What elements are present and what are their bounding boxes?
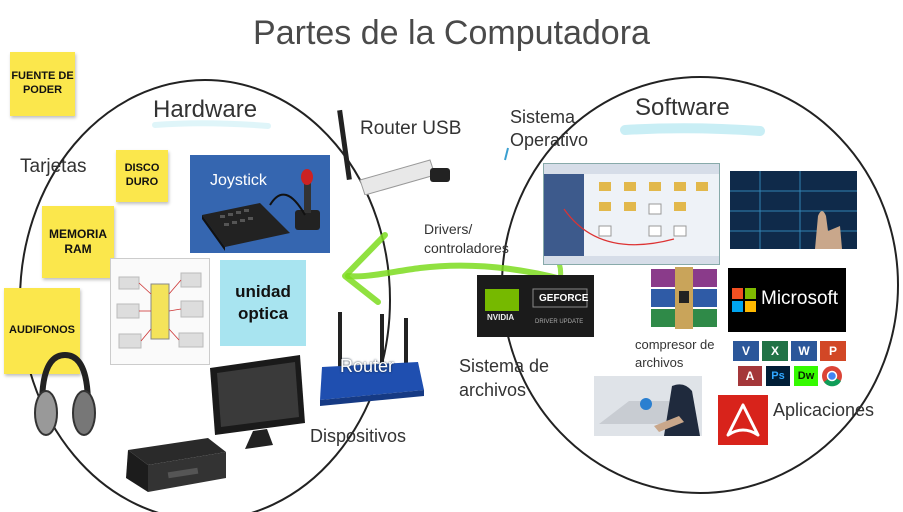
aplicaciones-label: Aplicaciones <box>773 400 875 420</box>
drivers-label: Drivers/ controladores <box>424 221 509 256</box>
nvidia-logo-icon <box>485 288 588 311</box>
winrar-compressor-icon <box>651 267 717 329</box>
router-label: Router <box>340 356 395 376</box>
joystick-label: Joystick <box>210 172 267 189</box>
joystick-illustration <box>190 155 330 253</box>
technology-touch-photo <box>730 171 857 249</box>
dispositivos-label: Dispositivos <box>310 426 407 446</box>
laptop-user-photo <box>594 376 702 436</box>
sistema-operativo-label: Sistema Operativo <box>510 107 589 151</box>
page-title: Partes de la Computadora <box>253 14 650 52</box>
sticky-memoria-ram: MEMORIA RAM <box>42 206 114 278</box>
os-screenshot <box>543 163 720 265</box>
nvidia-geforce-card: NVIDIA GEFORCE DRIVER UPDATE <box>477 275 594 337</box>
visio-app-icon: V <box>733 341 759 361</box>
laptop-photo-sketch <box>594 376 702 436</box>
sticky-fuente-de-poder: FUENTE DE PODER <box>10 52 75 116</box>
headphones-image <box>34 351 96 436</box>
usb-router-image <box>337 109 450 195</box>
unidad-optica-card: unidad optica <box>220 260 306 346</box>
microsoft-text: Microsoft <box>761 288 839 309</box>
chrome-app-icon <box>822 366 842 387</box>
acrobat-app-card <box>718 395 768 445</box>
green-arrow-line <box>345 262 568 283</box>
photoshop-app-icon: Ps <box>766 366 790 386</box>
green-arrow-head <box>342 232 388 305</box>
acrobat-icon <box>726 403 760 437</box>
compresor-label: compresor de archivos <box>635 337 715 370</box>
printer-image <box>126 438 226 492</box>
joystick-photo <box>190 155 330 253</box>
nvidia-text: NVIDIA <box>487 313 515 322</box>
geforce-text: GEFORCE <box>539 293 589 304</box>
hardware-heading: Hardware <box>153 96 258 123</box>
dreamweaver-app-icon: Dw <box>794 366 818 386</box>
software-heading-highlight <box>620 123 765 136</box>
word-app-icon: W <box>791 341 817 361</box>
sticky-disco-duro: DISCO DURO <box>116 150 168 202</box>
excel-app-icon: X <box>762 341 788 361</box>
tech-photo-sketch <box>730 171 857 249</box>
monitor-image <box>210 355 305 449</box>
powerpoint-app-icon: P <box>820 341 846 361</box>
sistema-de-archivos-label: Sistema de archivos <box>459 356 550 401</box>
hardware-heading-highlight <box>152 120 271 129</box>
microsoft-logo-card: Microsoft <box>728 268 846 332</box>
access-app-icon: A <box>738 366 762 386</box>
router-usb-label: Router USB <box>360 118 462 139</box>
sticky-audifonos: AUDIFONOS <box>4 288 80 374</box>
blue-tick-mark <box>504 147 509 161</box>
microsoft-windows-icon <box>732 288 756 312</box>
tarjetas-label: Tarjetas <box>20 156 87 177</box>
computer-parts-diagram <box>110 258 210 365</box>
file-explorer-sketch <box>544 164 719 264</box>
router-image <box>320 312 424 406</box>
driver-update-text: DRIVER UPDATE <box>535 319 584 325</box>
software-heading: Software <box>635 94 730 121</box>
parts-sketch <box>116 272 204 349</box>
